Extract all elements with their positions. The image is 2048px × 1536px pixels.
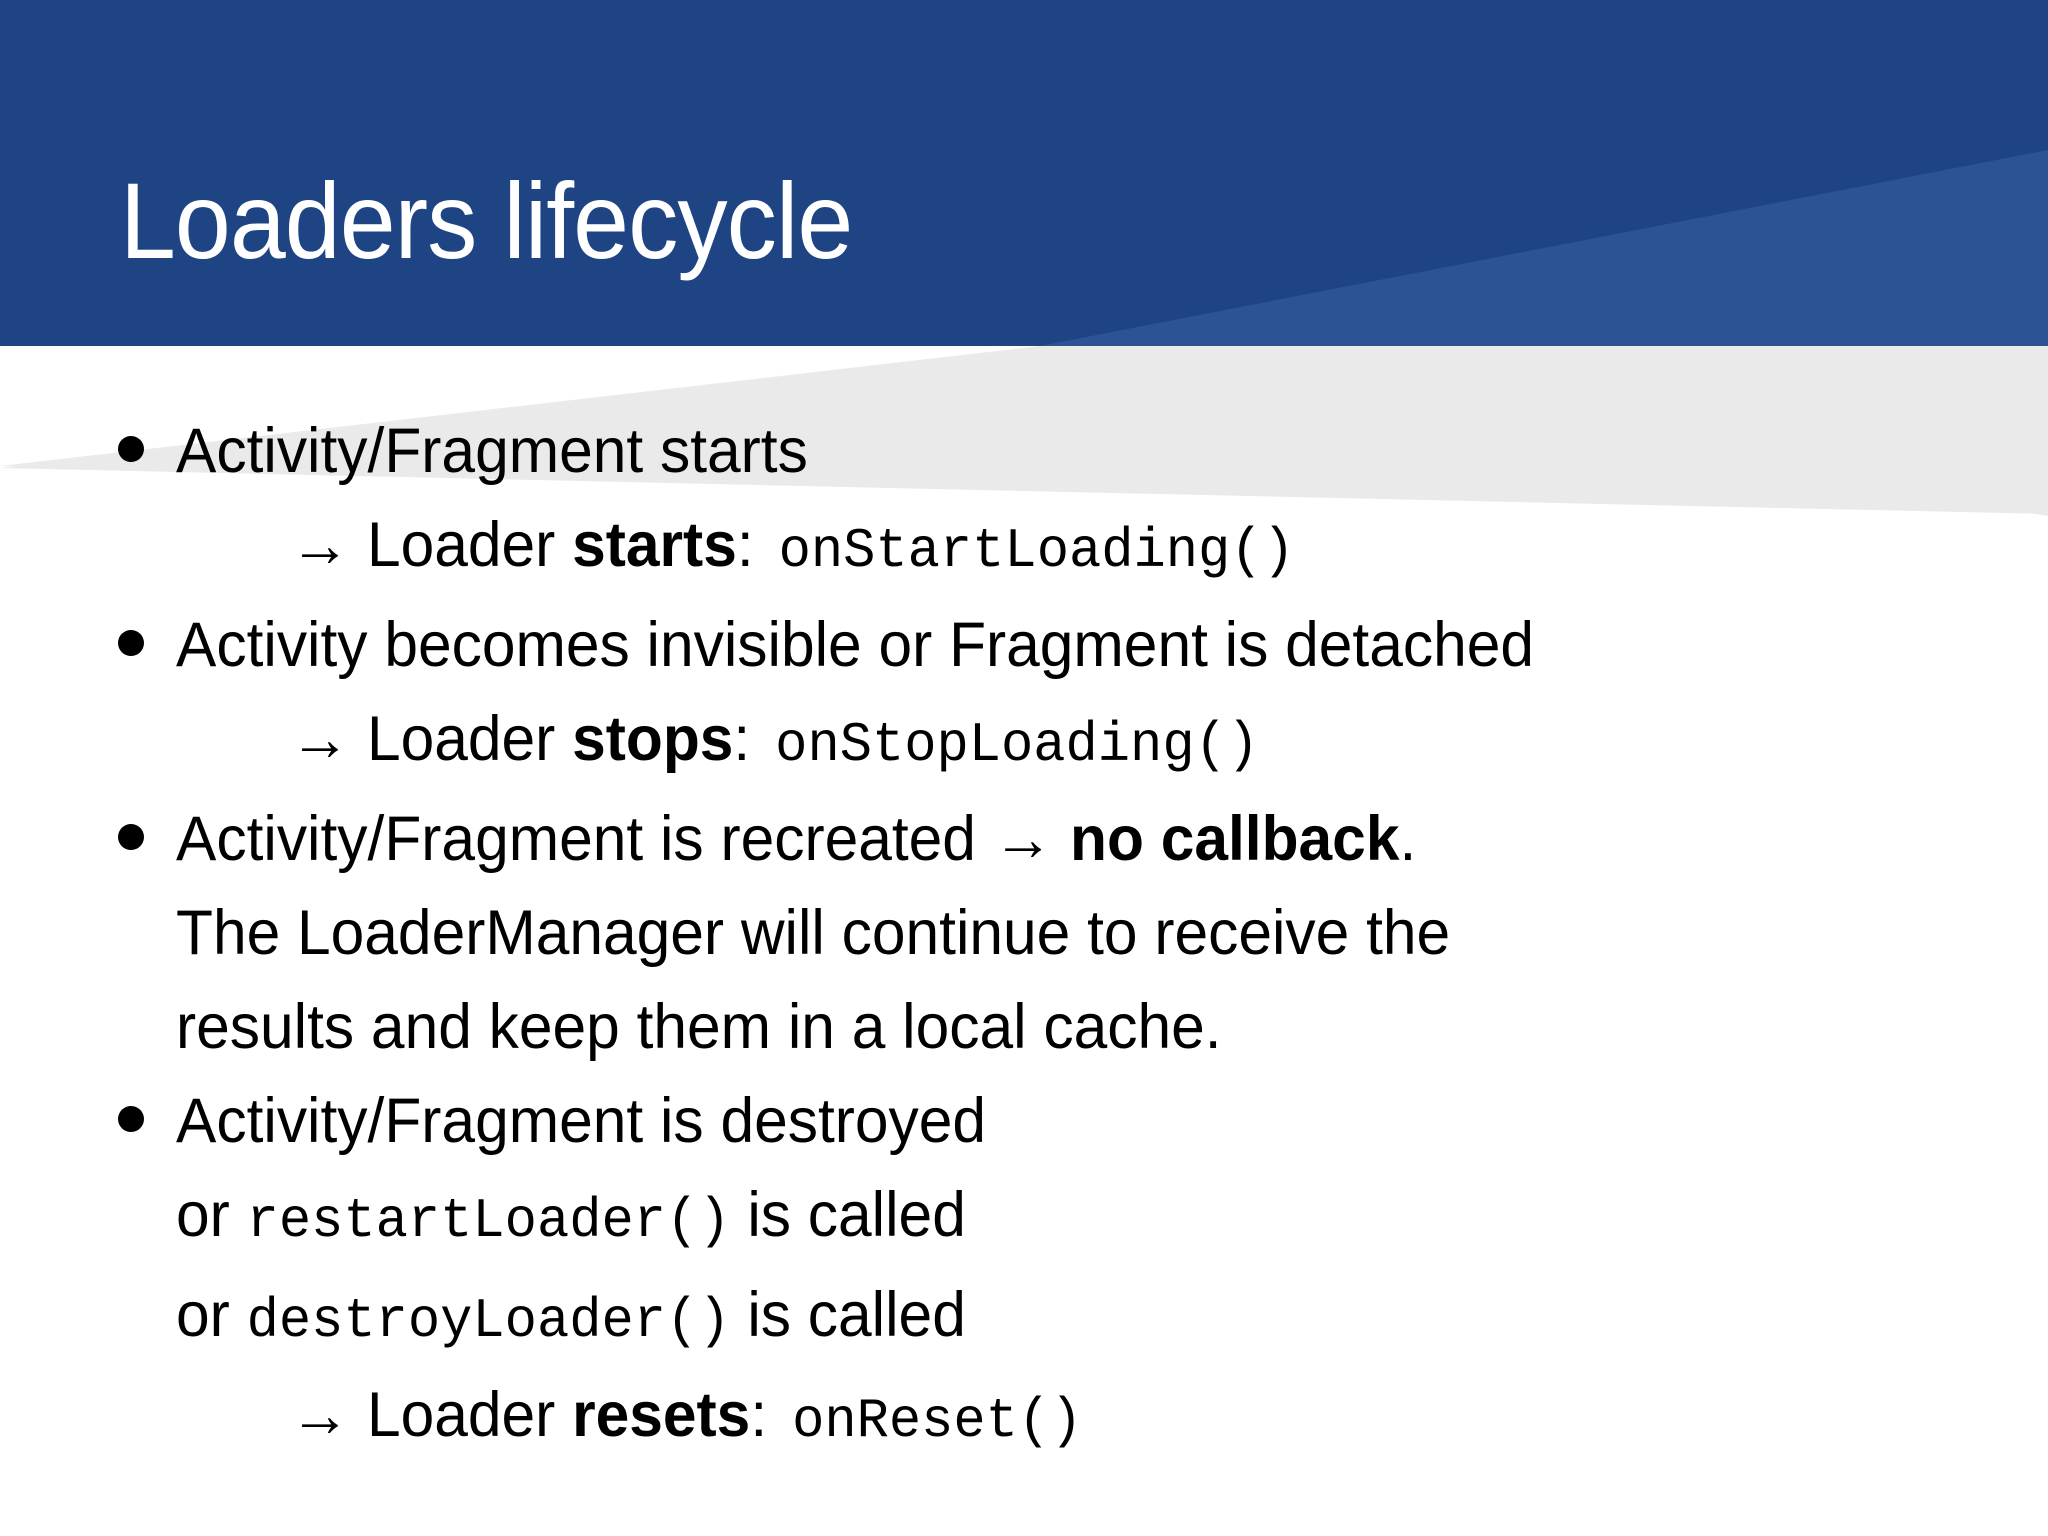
bullet-text: → Loader starts: onStartLoading()	[234, 498, 1975, 598]
text-run: Activity/Fragment is destroyed	[176, 1086, 987, 1156]
bullet-text: results and keep them in a local cache.	[176, 980, 1973, 1074]
text-run: Activity/Fragment starts	[176, 416, 808, 486]
bullet-text: or restartLoader() is called	[176, 1168, 1973, 1268]
bullet-line: Activity/Fragment is destroyed	[0, 1074, 2048, 1168]
gray-diagonal-wedge	[0, 346, 2048, 526]
code-snippet: onReset()	[792, 1389, 1083, 1453]
text-run: → Loader	[289, 510, 573, 580]
emphasis-text: no callback	[1070, 804, 1400, 874]
bullet-activity-starts: Activity/Fragment starts → Loader starts:…	[0, 404, 2048, 598]
bullet-text: or destroyLoader() is called	[176, 1268, 1973, 1368]
bullet-text: Activity/Fragment is recreated → no call…	[176, 792, 1973, 886]
header-diagonal-wedge	[0, 0, 2048, 346]
bullet-text: Activity/Fragment is destroyed	[176, 1074, 1973, 1168]
bullet-line: → Loader resets: onReset()	[0, 1368, 2048, 1468]
text-run: → Loader	[289, 704, 573, 774]
bullet-activity-destroyed: Activity/Fragment is destroyed or restart…	[0, 1074, 2048, 1468]
bullet-activity-recreated: Activity/Fragment is recreated → no call…	[0, 792, 2048, 1074]
emphasis-text: resets	[572, 1380, 751, 1450]
code-snippet: destroyLoader()	[246, 1289, 731, 1353]
bullet-text: Activity becomes invisible or Fragment i…	[176, 598, 1973, 692]
bullet-line: The LoaderManager will continue to recei…	[0, 886, 2048, 980]
text-run: or	[176, 1280, 247, 1350]
text-run: is called	[730, 1280, 966, 1350]
bullet-dot-icon	[118, 423, 176, 469]
bullet-dot-icon	[118, 617, 176, 663]
code-snippet: restartLoader()	[246, 1189, 731, 1253]
text-run: results and keep them in a local cache.	[176, 992, 1222, 1062]
text-run: Activity/Fragment is recreated →	[176, 804, 1071, 874]
text-run: → Loader	[289, 1380, 573, 1450]
text-run: or	[176, 1180, 247, 1250]
emphasis-text: starts	[572, 510, 737, 580]
text-run: .	[1399, 804, 1417, 874]
bullet-line: → Loader starts: onStartLoading()	[0, 498, 2048, 598]
text-run: :	[750, 1380, 768, 1450]
text-run: is called	[730, 1180, 966, 1250]
bullet-text: → Loader resets: onReset()	[234, 1368, 1975, 1468]
bullet-line: results and keep them in a local cache.	[0, 980, 2048, 1074]
bullet-line: or destroyLoader() is called	[0, 1268, 2048, 1368]
bullet-line: Activity/Fragment is recreated → no call…	[0, 792, 2048, 886]
bullet-line: Activity becomes invisible or Fragment i…	[0, 598, 2048, 692]
text-run: Activity becomes invisible or Fragment i…	[176, 610, 1535, 680]
code-snippet: onStartLoading()	[778, 519, 1295, 583]
bullet-line: → Loader stops: onStopLoading()	[0, 692, 2048, 792]
bullet-text: → Loader stops: onStopLoading()	[234, 692, 1975, 792]
bullet-text: Activity/Fragment starts	[176, 404, 1973, 498]
bullet-text: The LoaderManager will continue to recei…	[176, 886, 1973, 980]
emphasis-text: stops	[572, 704, 734, 774]
bullet-dot-icon	[118, 1093, 176, 1139]
bullet-line: Activity/Fragment starts	[0, 404, 2048, 498]
slide-body: Activity/Fragment starts → Loader starts:…	[0, 404, 2048, 1468]
bullet-list: Activity/Fragment starts → Loader starts:…	[0, 404, 2048, 1468]
bullet-dot-icon	[118, 811, 176, 857]
slide-title: Loaders lifecycle	[120, 160, 853, 282]
bullet-line: or restartLoader() is called	[0, 1168, 2048, 1268]
bullet-activity-invisible: Activity becomes invisible or Fragment i…	[0, 598, 2048, 792]
text-run: The LoaderManager will continue to recei…	[176, 898, 1451, 968]
text-run: :	[733, 704, 751, 774]
text-run: :	[736, 510, 754, 580]
code-snippet: onStopLoading()	[775, 713, 1260, 777]
